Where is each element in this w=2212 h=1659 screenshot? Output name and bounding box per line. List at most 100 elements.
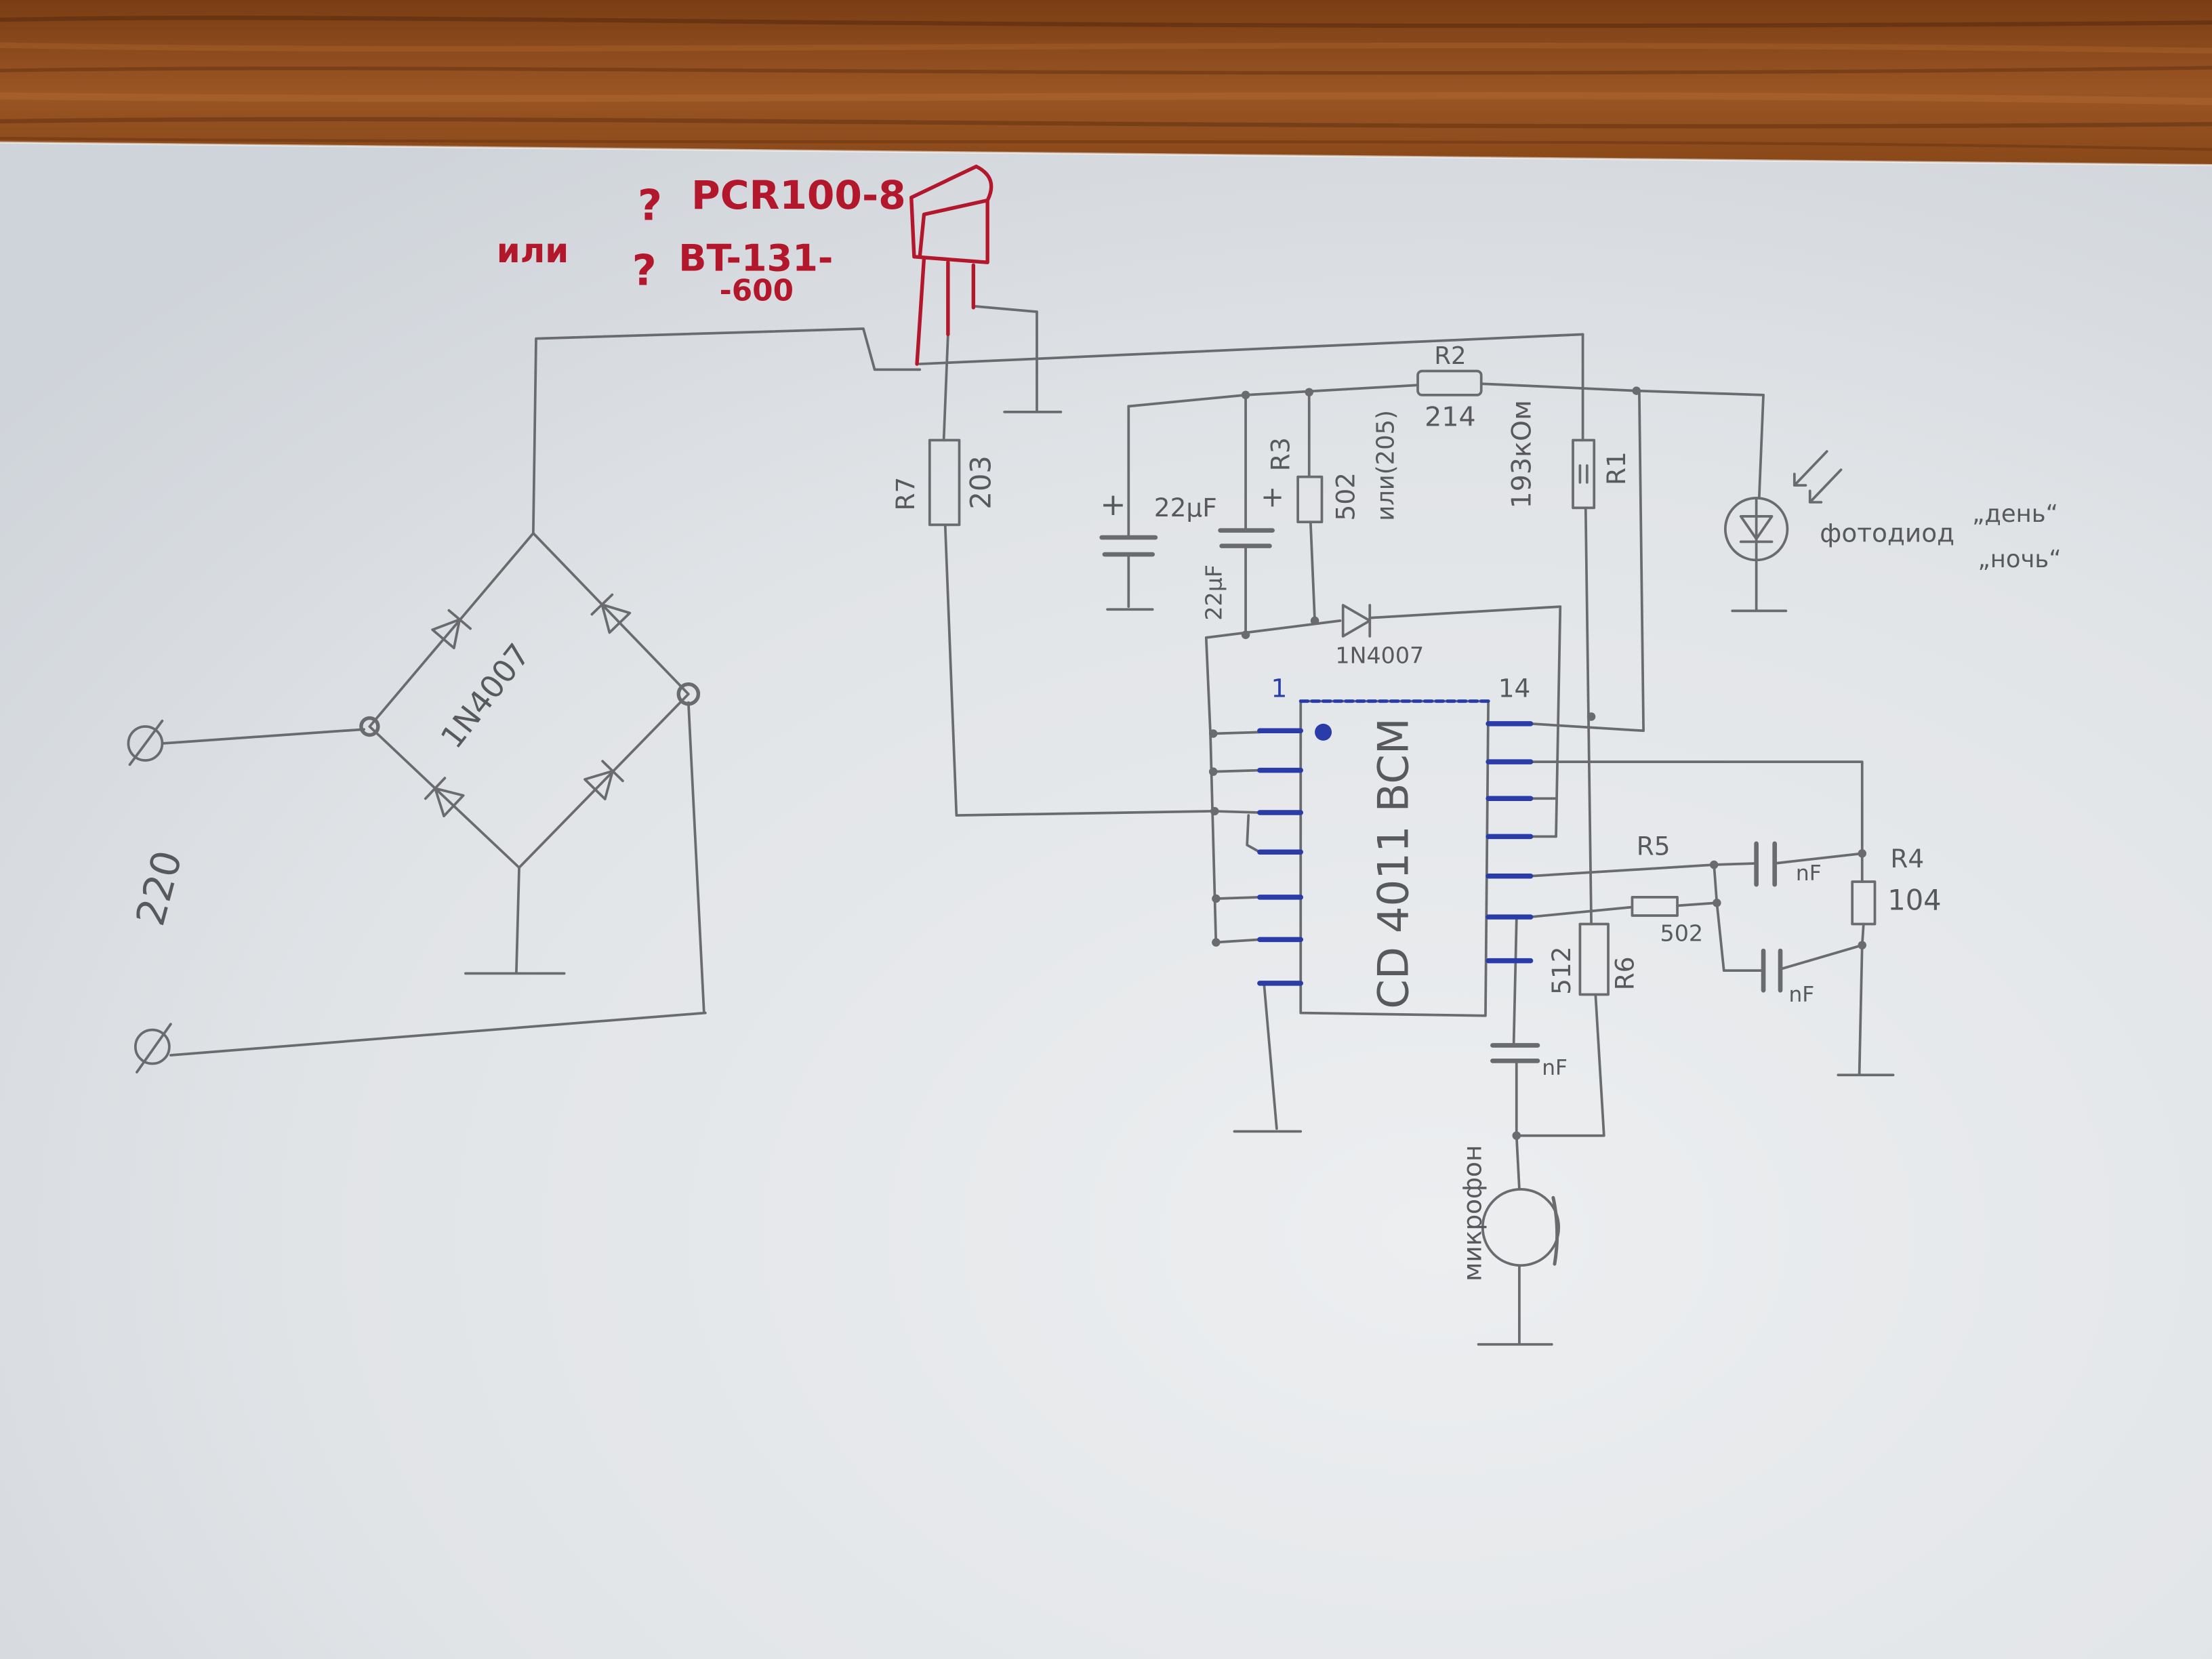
ic-pins-right: [1486, 721, 1534, 964]
thyristor-query-mark-b: ?: [632, 245, 657, 295]
thyristor-query-mark-a: ?: [638, 181, 662, 230]
capacitor-plates: [1099, 535, 1158, 557]
wire-pin4-loop: [1246, 814, 1261, 854]
wood-grain: [0, 16, 2212, 28]
resistor-body: [928, 438, 961, 527]
r5-value: 502: [1660, 920, 1704, 946]
capacitor-plates: [1490, 1043, 1540, 1063]
wire-r6: [1515, 993, 1605, 1137]
capacitor-lower-unit: nF: [1789, 983, 1815, 1007]
r7-value: 203: [964, 455, 997, 509]
resistor-body: [1851, 880, 1877, 926]
light-arrow-icon: [1793, 450, 1828, 487]
wire-bridge-edges: [368, 531, 690, 869]
diode-triangle: [434, 787, 465, 817]
wire-mains-top: [161, 728, 365, 745]
c1-polarity: +: [1100, 486, 1126, 523]
wire-mains-bottom: [169, 1011, 707, 1057]
junction-dot: [1210, 806, 1219, 816]
microphone: микрофон: [1458, 1145, 1561, 1282]
bridge-diode-bottom-right: [583, 760, 624, 800]
wood-grain: [0, 66, 2212, 75]
capacitor-mic: nF: [1490, 1043, 1568, 1080]
junction-dot: [1212, 894, 1221, 903]
resistor-r7: R7 203: [890, 438, 997, 527]
junction-dot: [1208, 767, 1218, 776]
microphone-label: микрофон: [1458, 1145, 1488, 1282]
capacitor-c1: + 22µF: [1099, 486, 1217, 557]
r5-name: R5: [1637, 831, 1671, 861]
wire-anode-bus: [918, 333, 1584, 365]
resistor-body: [1578, 922, 1610, 996]
wire-pin7-ground: [1233, 982, 1303, 1133]
photodiode-mode-night: „ночь“: [1978, 546, 2061, 573]
resistor-marks: [1578, 464, 1589, 484]
bridge-node-right: [676, 682, 701, 706]
wire-thyristor-ground: [972, 304, 1063, 413]
resistor-r4: R4 104: [1851, 844, 1942, 926]
wood-grain: [0, 92, 2212, 106]
diode-bar: [590, 593, 614, 616]
resistor-body: [1572, 438, 1596, 510]
diode-bar: [424, 777, 447, 800]
r3-name: R3: [1266, 437, 1296, 471]
photodiode: фотодиод „день“ „ночь“: [1723, 450, 2062, 573]
junction-dot: [1305, 388, 1313, 396]
ic-notch-icon: [1315, 723, 1332, 741]
diode-label: 1N4007: [1335, 642, 1424, 668]
c2-polarity: +: [1261, 480, 1284, 513]
junction-dot: [1586, 712, 1596, 721]
resistor-r2: R2 214: [1416, 342, 1483, 433]
resistor-r3: R3 502 или(205): [1266, 410, 1400, 524]
junction-dot: [1709, 860, 1719, 869]
photodiode-triangle: [1739, 515, 1774, 541]
capacitor-plates: [1754, 841, 1778, 887]
microphone-icon: [1481, 1187, 1561, 1267]
thyristor-package: [909, 164, 994, 264]
ic-pin-last-label: 14: [1498, 673, 1531, 703]
terminal-circle: [134, 1028, 171, 1065]
wood-grain: [0, 42, 2212, 54]
r1-name: R1: [1601, 451, 1631, 485]
thyristor-option-a: PCR100-8: [691, 172, 906, 218]
thyristor: ? PCR100-8 или ? BT-131- -600: [497, 164, 994, 366]
resistor-body: [1416, 369, 1483, 396]
capacitor-plates: [1761, 948, 1783, 993]
wire-r5-branch: [1529, 863, 1864, 972]
junction-dot: [1858, 941, 1866, 949]
resistor-body: [1296, 475, 1324, 524]
wire-photodiode: [1731, 393, 1788, 613]
ic-pin-first-label: 1: [1271, 673, 1288, 703]
wire-right-rail: [1529, 389, 1645, 733]
ic-part-label: CD 4011 BCM: [1368, 718, 1418, 1008]
resistor-body: [1631, 896, 1679, 917]
wood-grain: [0, 136, 2212, 151]
thyristor-option-b-line1: BT-131-: [678, 237, 833, 280]
thyristor-package-edge: [918, 198, 989, 259]
r6-value: 512: [1547, 946, 1576, 994]
thyristor-legs: [915, 256, 976, 366]
junction-dot: [1310, 616, 1319, 626]
r4-value: 104: [1887, 884, 1941, 917]
diode-triangle: [431, 618, 462, 650]
capacitor-plates: [1218, 528, 1275, 548]
ic-cd4011: 1 14 CD 4011 BCM: [1257, 673, 1534, 1017]
light-arrow-icon: [1808, 468, 1843, 504]
wire-gate: [942, 333, 1215, 817]
bridge-diode-bottom-left: [424, 777, 465, 817]
diode-supply: 1N4007: [1335, 604, 1424, 668]
wire-bridge-ground: [464, 866, 566, 975]
capacitor-lower-right: nF: [1761, 948, 1815, 1007]
junction-dot: [1512, 1131, 1521, 1140]
junction-dot: [1241, 630, 1250, 639]
bridge-diode-top-left: [431, 609, 472, 650]
terminal-slash: [128, 719, 164, 766]
resistor-r1: 193кОм R1: [1507, 400, 1631, 510]
r3-alternative: или(205): [1372, 410, 1400, 521]
wire-pin13: [1529, 760, 1864, 855]
resistor-r5: R5 502: [1631, 831, 1704, 946]
wire-bridge-right: [687, 701, 705, 1013]
c2-capacitance: 22µF: [1201, 565, 1227, 621]
capacitor-c2: + 22µF: [1201, 480, 1284, 620]
